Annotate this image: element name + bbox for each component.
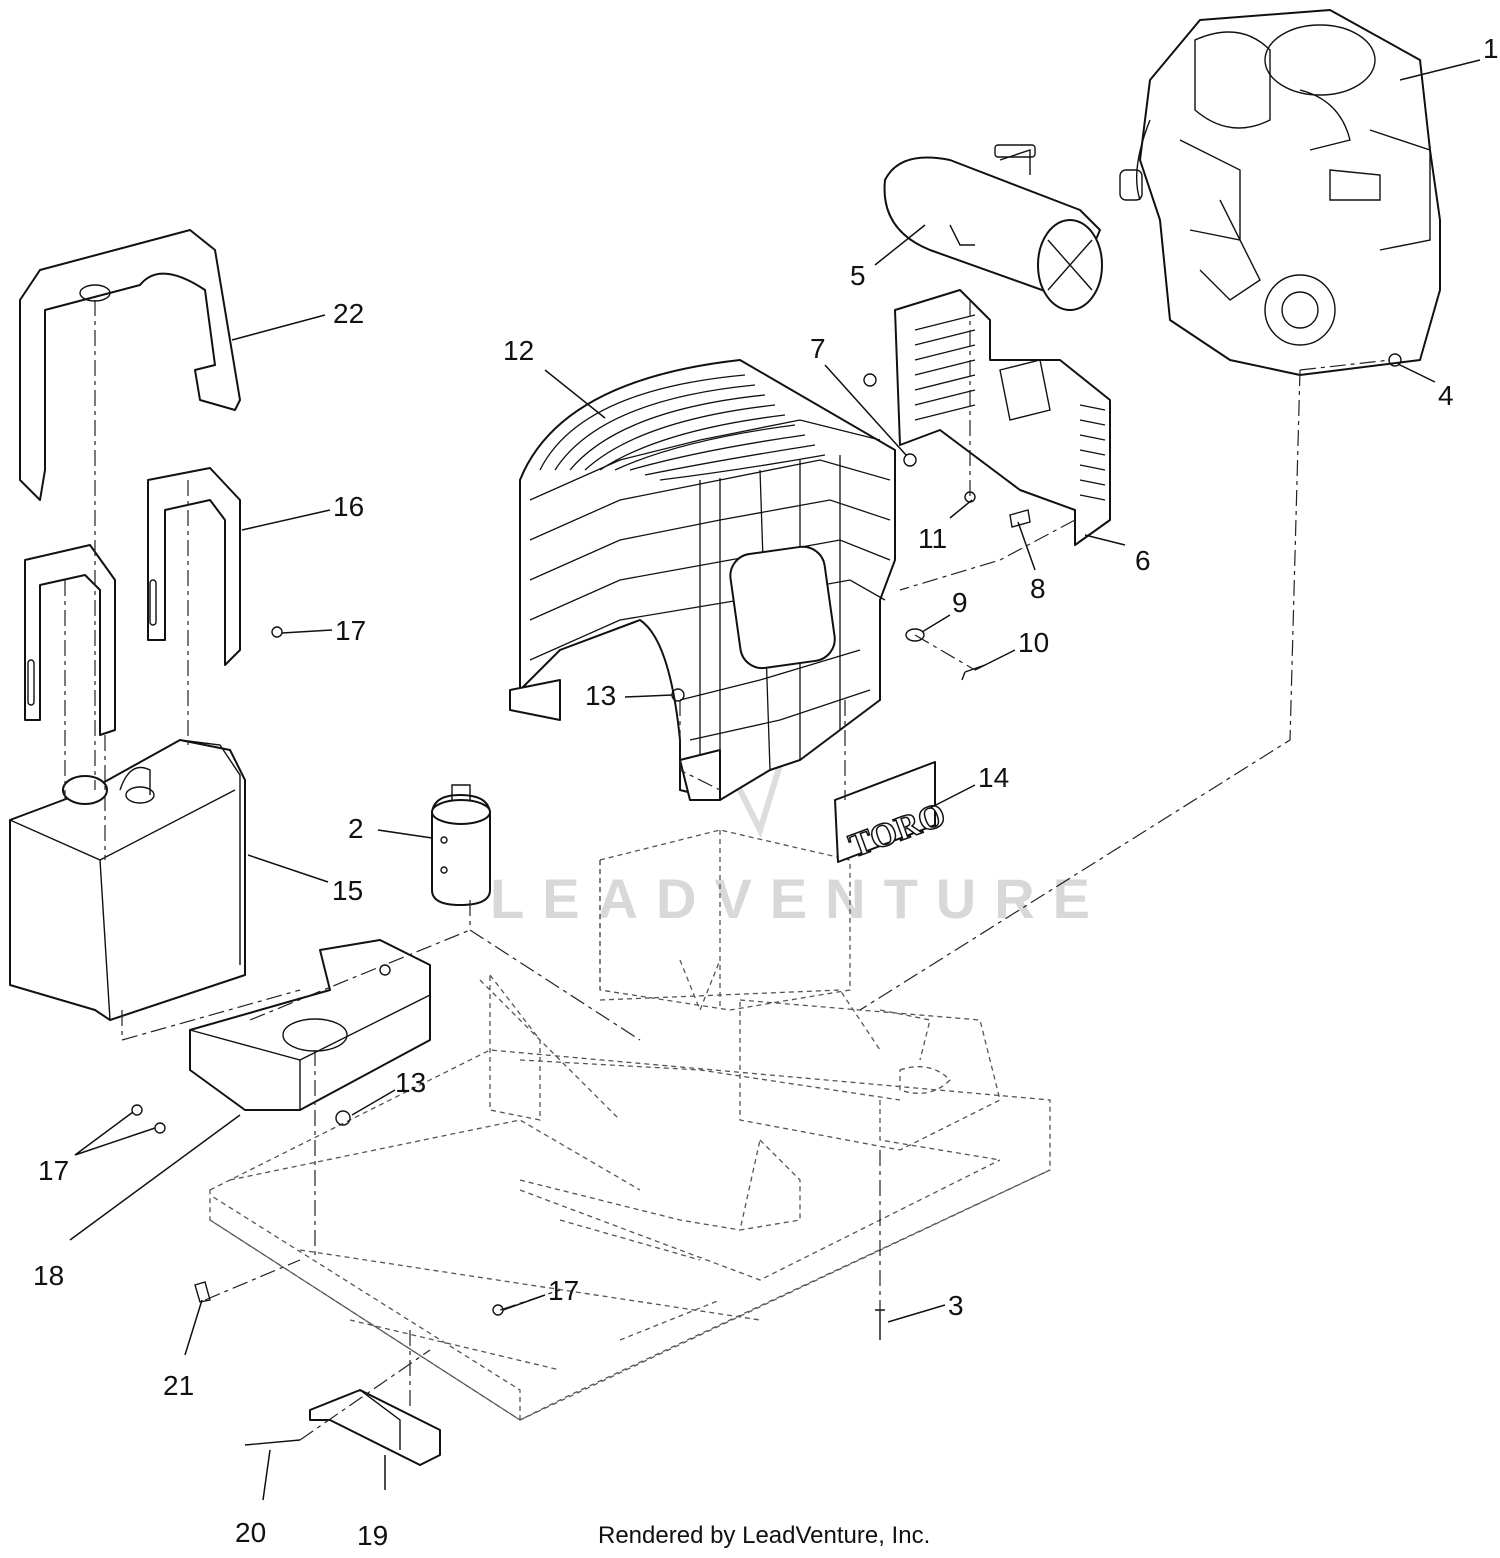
rear-handle xyxy=(19,229,241,501)
callout-22: 22 xyxy=(333,298,364,329)
leader-lines xyxy=(69,59,1481,1501)
engine-guard xyxy=(509,359,896,801)
callout-5: 5 xyxy=(850,260,866,291)
callout-18: 18 xyxy=(33,1260,64,1291)
leader-17c xyxy=(502,1294,546,1311)
leader-16 xyxy=(241,509,331,531)
callout-16: 16 xyxy=(333,491,364,522)
toro-decal: TORO xyxy=(834,761,951,866)
callout-17b: 17 xyxy=(38,1155,69,1186)
callout-3: 3 xyxy=(948,1290,964,1321)
leader-9 xyxy=(921,614,951,633)
leader-2 xyxy=(377,829,433,839)
tank-mount xyxy=(189,939,431,1111)
frame-assembly xyxy=(209,829,1051,1422)
leader-10 xyxy=(974,649,1016,671)
leader-21 xyxy=(184,1299,203,1356)
callout-9: 9 xyxy=(952,587,968,618)
fuel-tank xyxy=(9,739,246,1021)
leader-6 xyxy=(1084,534,1126,546)
heat-shield xyxy=(894,289,1111,546)
callout-8: 8 xyxy=(1030,573,1046,604)
alignment-lines xyxy=(64,300,1391,1441)
leader-5 xyxy=(874,224,926,266)
callout-12: 12 xyxy=(503,335,534,366)
leader-17b xyxy=(74,1111,156,1156)
leader-14 xyxy=(929,784,976,809)
callout-2: 2 xyxy=(348,813,364,844)
leader-15 xyxy=(247,854,329,883)
callout-20: 20 xyxy=(235,1517,266,1548)
callout-14: 14 xyxy=(978,762,1009,793)
mount-plate xyxy=(309,1389,441,1466)
callout-13b: 13 xyxy=(395,1067,426,1098)
callout-19: 19 xyxy=(357,1520,388,1551)
engine xyxy=(1119,9,1441,376)
leader-12 xyxy=(544,369,606,419)
fasteners xyxy=(131,353,1402,1446)
leader-3 xyxy=(887,1304,946,1323)
leader-13a xyxy=(624,694,673,698)
leader-18 xyxy=(69,1114,241,1241)
leader-17a xyxy=(281,629,333,634)
muffler xyxy=(883,144,1103,311)
callout-6: 6 xyxy=(1135,545,1151,576)
callout-17c: 17 xyxy=(548,1275,579,1306)
callout-labels: 1 2 3 4 5 6 7 8 9 10 11 12 13 13 14 15 1… xyxy=(33,33,1499,1551)
carbon-canister xyxy=(431,784,491,906)
render-credit: Rendered by LeadVenture, Inc. xyxy=(598,1522,930,1549)
callout-4: 4 xyxy=(1438,380,1454,411)
leader-22 xyxy=(231,314,326,341)
leader-7 xyxy=(824,364,907,456)
leader-1 xyxy=(1399,59,1481,81)
callout-7: 7 xyxy=(810,333,826,364)
leader-8 xyxy=(1017,521,1036,571)
callout-1: 1 xyxy=(1483,33,1499,64)
leader-11 xyxy=(949,499,973,519)
callout-11: 11 xyxy=(918,523,947,554)
callout-15: 15 xyxy=(332,875,363,906)
tank-strap-right xyxy=(147,467,241,666)
callout-10: 10 xyxy=(1018,627,1049,658)
leader-4 xyxy=(1397,363,1436,383)
tank-strap-left xyxy=(24,544,116,736)
watermark: LEADVENTURE xyxy=(490,867,1108,930)
leader-13b xyxy=(351,1089,396,1116)
callout-17a: 17 xyxy=(335,615,366,646)
callout-21: 21 xyxy=(163,1370,194,1401)
leader-20 xyxy=(262,1449,271,1501)
callout-13a: 13 xyxy=(585,680,616,711)
